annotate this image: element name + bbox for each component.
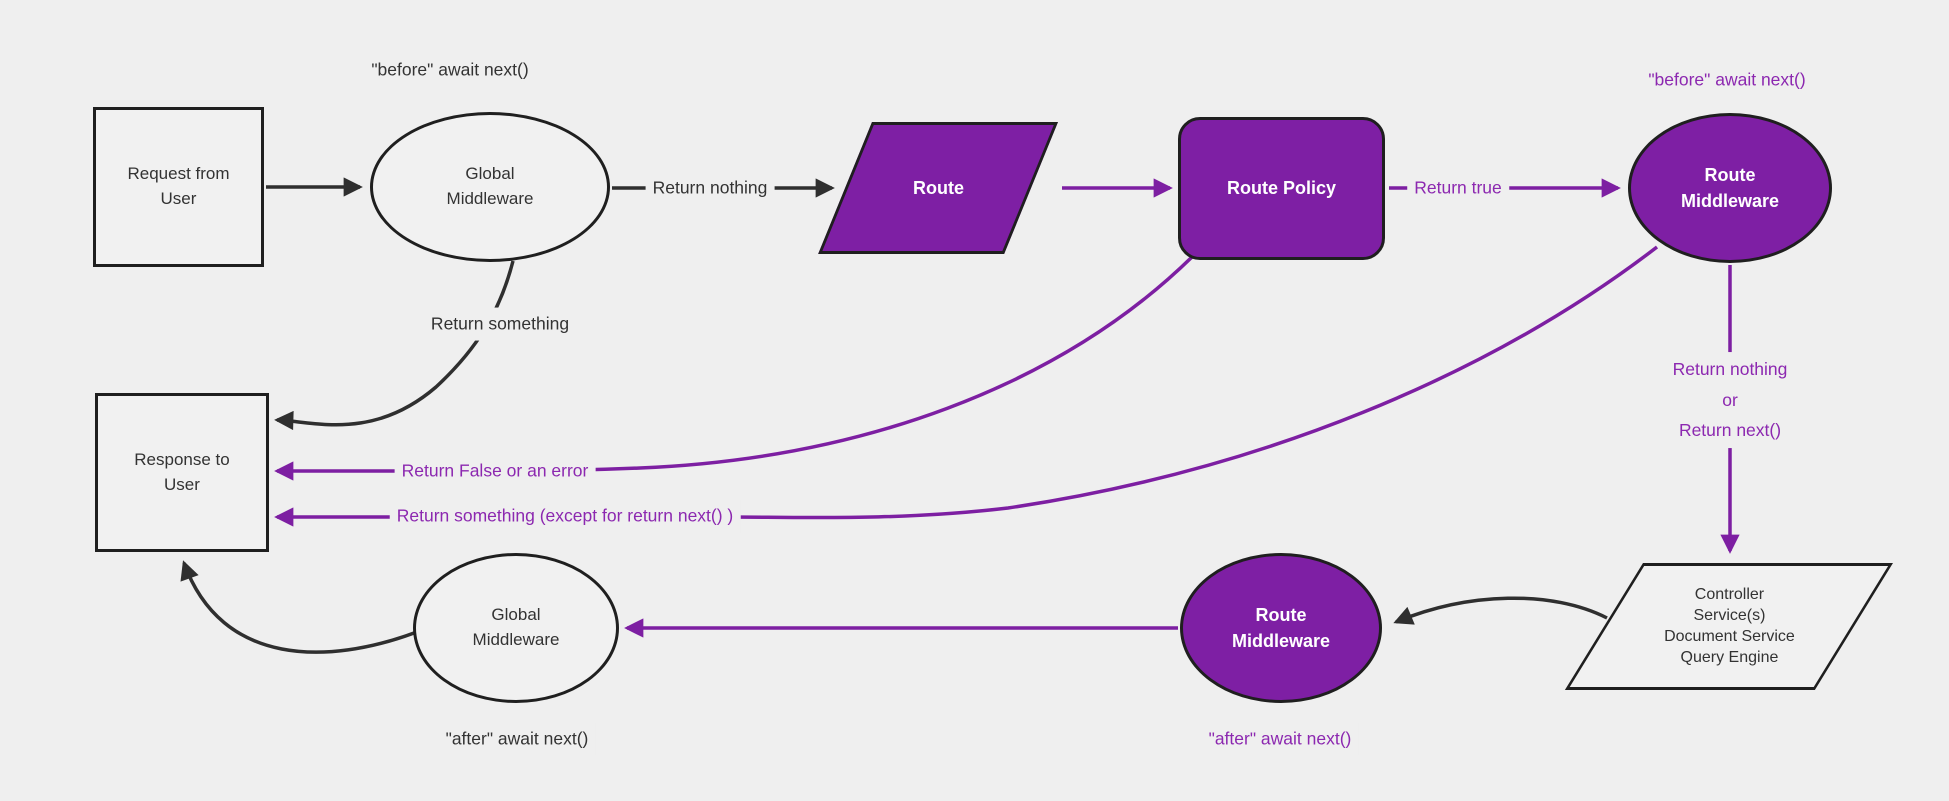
edge-label-return-something: Return something: [423, 307, 577, 341]
node-route-middleware-bottom: Route Middleware: [1180, 553, 1382, 703]
node-label: Route Middleware: [1680, 164, 1780, 211]
node-global-middleware-bottom: Global Middleware: [413, 553, 619, 703]
edge-label-after-await-next-right: "after" await next(): [1201, 722, 1359, 756]
node-label: Controller Service(s) Document Service Q…: [1663, 586, 1795, 667]
edge-label-before-await-next-top: "before" await next(): [364, 53, 536, 87]
node-response-to-user: Response to User: [95, 393, 269, 552]
edge-return-something-to-response: [274, 260, 515, 431]
edge-return-false-to-response: [274, 255, 1194, 481]
node-route-middleware-top: Route Middleware: [1628, 113, 1832, 263]
edge-global-middleware-bottom-to-response: [180, 560, 415, 654]
node-label: Route: [912, 177, 964, 198]
node-label: Response to User: [134, 449, 230, 494]
edge-label-return-false-or-error: Return False or an error: [394, 454, 596, 488]
edge-label-return-something-except: Return something (except for return next…: [389, 499, 741, 533]
edge-label-after-await-next-left: "after" await next(): [438, 722, 596, 756]
node-route-policy: Route Policy: [1178, 117, 1385, 260]
edge-label-return-nothing: Return nothing: [645, 171, 775, 205]
edge-label-return-nothing-or-next: Return nothing or Return next(): [1665, 352, 1795, 448]
edge-label-before-await-next-right: "before" await next(): [1641, 63, 1813, 97]
edge-controller-to-route-middleware-bottom: [1393, 596, 1608, 625]
node-label: Route Middleware: [1231, 604, 1331, 651]
node-global-middleware-top: Global Middleware: [370, 112, 610, 262]
node-label: Global Middleware: [472, 605, 560, 649]
node-request-from-user: Request from User: [93, 107, 264, 267]
node-label: Global Middleware: [446, 164, 534, 208]
edge-label-return-true: Return true: [1407, 171, 1509, 205]
node-label: Request from User: [127, 164, 230, 208]
node-label: Route Policy: [1226, 178, 1337, 199]
edge-return-something-except-to-response: [274, 245, 1659, 527]
